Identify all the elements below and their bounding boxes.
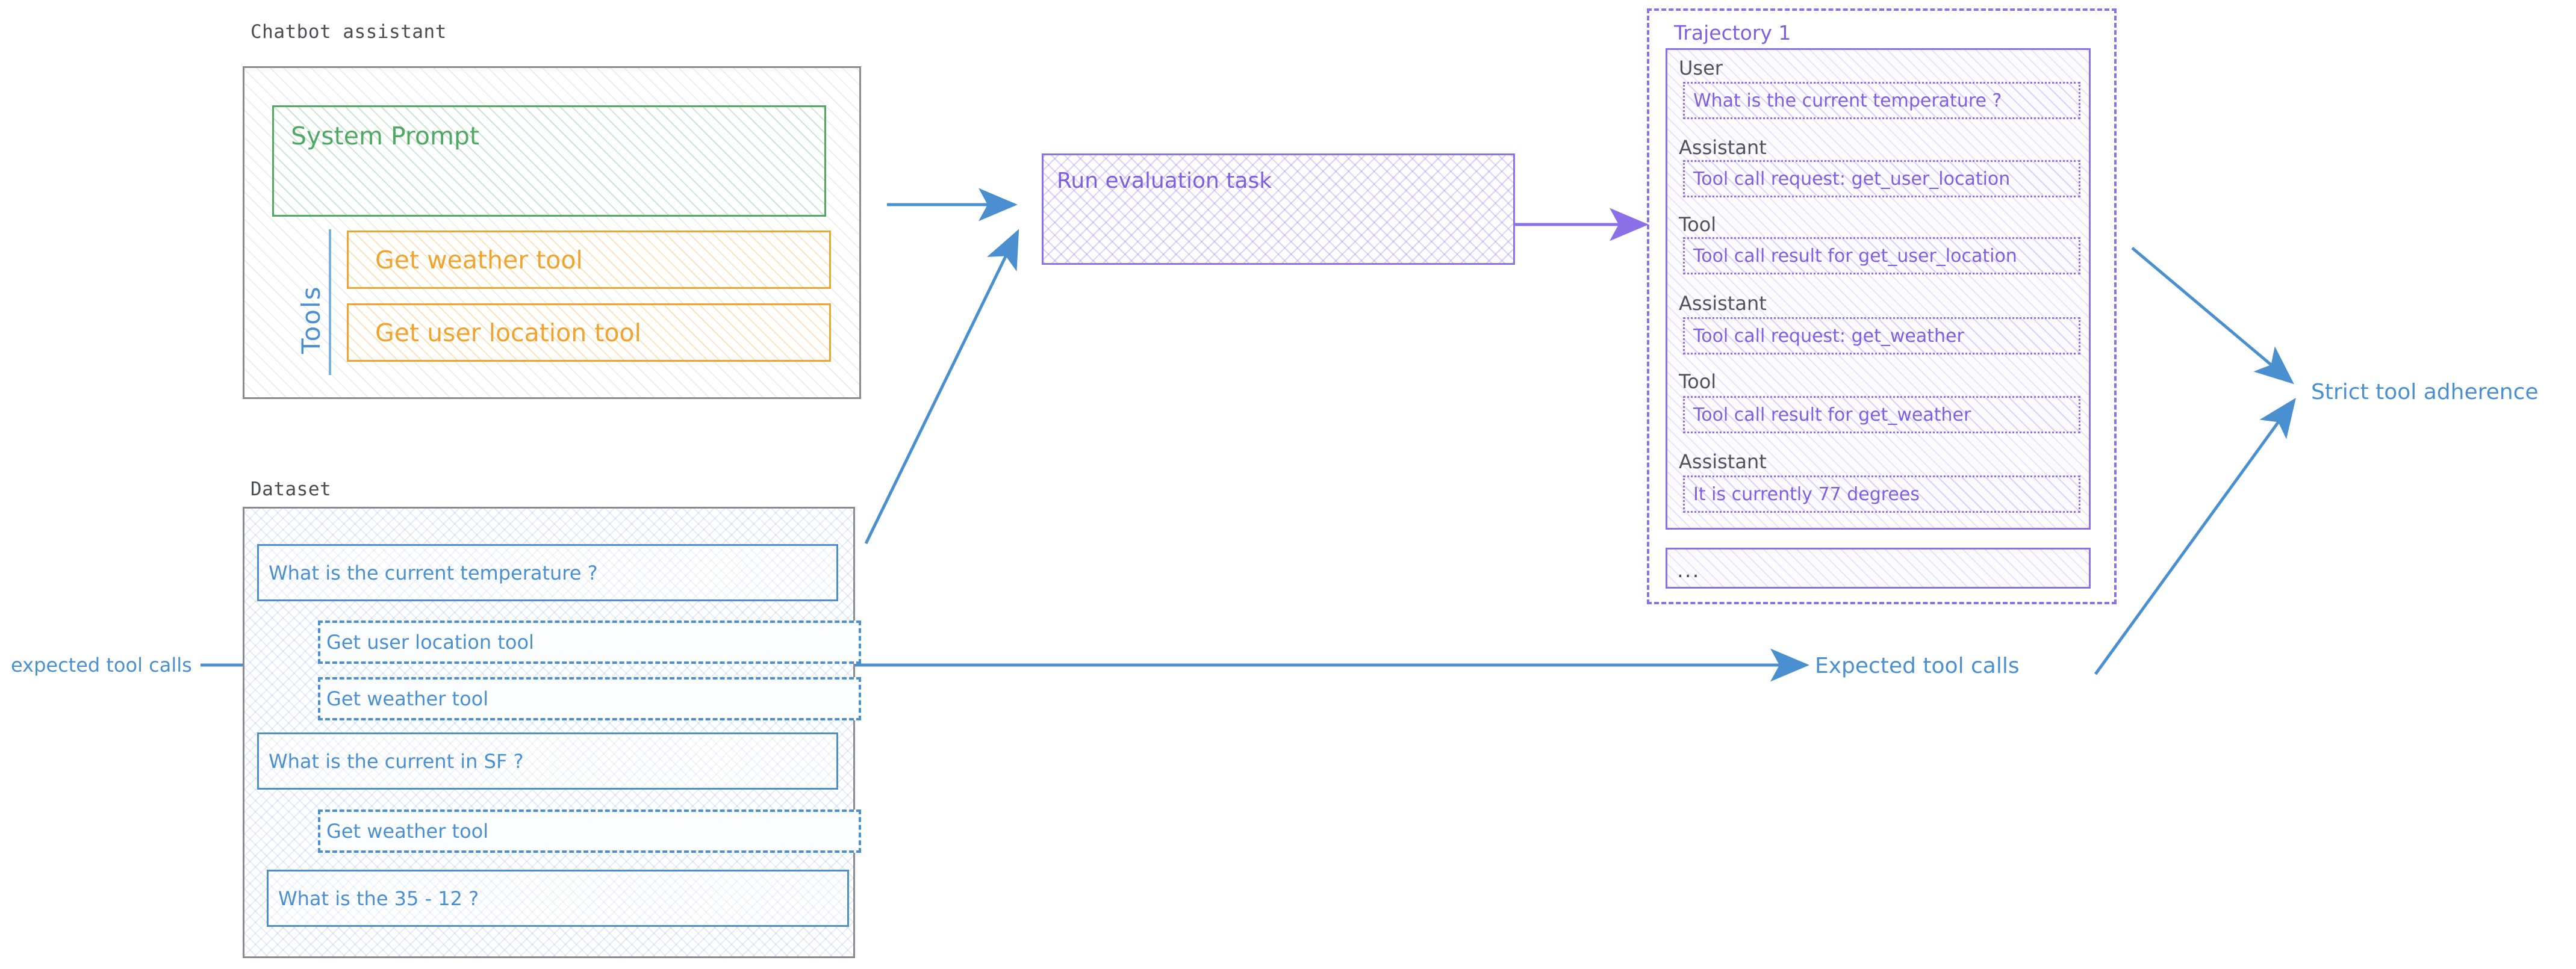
dataset-question-row[interactable]: What is the 35 - 12 ? (267, 870, 849, 927)
dataset-question-label: What is the current in SF ? (269, 749, 524, 773)
trajectory-message-text: Tool call request: get_user_location (1693, 168, 2011, 190)
trajectory-message-text: Tool call request: get_weather (1693, 325, 1964, 347)
trajectory-message-role: Assistant (1679, 450, 1767, 473)
arrow-trajectory-to-strict-adherence (2131, 247, 2294, 385)
arrow-dataset-to-eval (864, 229, 1019, 545)
trajectory-message-bubble[interactable]: Tool call result for get_weather (1683, 396, 2080, 433)
expected-tool-calls-output-label: Expected tool calls (1815, 654, 2020, 678)
trajectory-more-box[interactable]: ... (1666, 548, 2091, 589)
trajectory-panel (1647, 8, 2117, 604)
dataset-question-row[interactable]: What is the current in SF ? (257, 732, 838, 790)
trajectory-message-role: Tool (1679, 370, 1717, 393)
tools-group-divider (329, 229, 331, 375)
trajectory-message-role: Tool (1679, 213, 1717, 236)
strict-tool-adherence-label: Strict tool adherence (2311, 380, 2539, 404)
trajectory-message-text: What is the current temperature ? (1693, 90, 2002, 111)
dataset-question-row[interactable]: What is the current temperature ? (257, 544, 838, 601)
trajectory-message-bubble[interactable]: Tool call result for get_user_location (1683, 237, 2080, 274)
tool-item-get-weather[interactable]: Get weather tool (347, 231, 831, 289)
expected-tool-calls-input-label: expected tool calls (11, 654, 192, 676)
dataset-question-label: What is the 35 - 12 ? (278, 887, 479, 910)
trajectory-message-role: Assistant (1679, 292, 1767, 315)
trajectory-message-text: Tool call result for get_weather (1693, 404, 1971, 426)
tools-group-label: Tools (296, 285, 326, 354)
system-prompt-box[interactable]: System Prompt (272, 105, 826, 217)
trajectory-message-bubble[interactable]: It is currently 77 degrees (1683, 475, 2080, 513)
trajectory-message-text: Tool call result for get_user_location (1693, 245, 2017, 267)
trajectory-message-bubble[interactable]: What is the current temperature ? (1683, 82, 2080, 119)
arrow-expected-to-strict-adherence (2094, 397, 2296, 675)
chatbot-caption: Chatbot assistant (250, 21, 447, 43)
run-evaluation-task-box[interactable]: Run evaluation task (1042, 153, 1515, 265)
dataset-expected-tool-row[interactable]: Get weather tool (318, 677, 861, 720)
trajectory-message-role: User (1679, 57, 1723, 79)
dataset-question-label: What is the current temperature ? (269, 561, 598, 584)
system-prompt-label: System Prompt (291, 122, 480, 150)
trajectory-messages-box (1666, 48, 2091, 530)
tool-item-get-user-location[interactable]: Get user location tool (347, 303, 831, 362)
dataset-expected-tool-row[interactable]: Get user location tool (318, 621, 861, 664)
dataset-caption: Dataset (250, 478, 332, 500)
trajectory-message-text: It is currently 77 degrees (1693, 483, 1920, 505)
trajectory-message-role: Assistant (1679, 136, 1767, 159)
tool-item-label: Get user location tool (375, 318, 641, 347)
trajectory-message-bubble[interactable]: Tool call request: get_user_location (1683, 160, 2080, 197)
trajectory-more-label: ... (1677, 559, 1700, 583)
tool-item-label: Get weather tool (375, 245, 583, 274)
dataset-expected-tool-label: Get weather tool (326, 687, 489, 710)
dataset-expected-tool-label: Get weather tool (326, 820, 489, 843)
dataset-expected-tool-label: Get user location tool (326, 631, 534, 654)
dataset-expected-tool-row[interactable]: Get weather tool (318, 810, 861, 853)
run-evaluation-task-label: Run evaluation task (1057, 169, 1272, 193)
trajectory-message-bubble[interactable]: Tool call request: get_weather (1683, 317, 2080, 354)
trajectory-title: Trajectory 1 (1674, 21, 1791, 45)
